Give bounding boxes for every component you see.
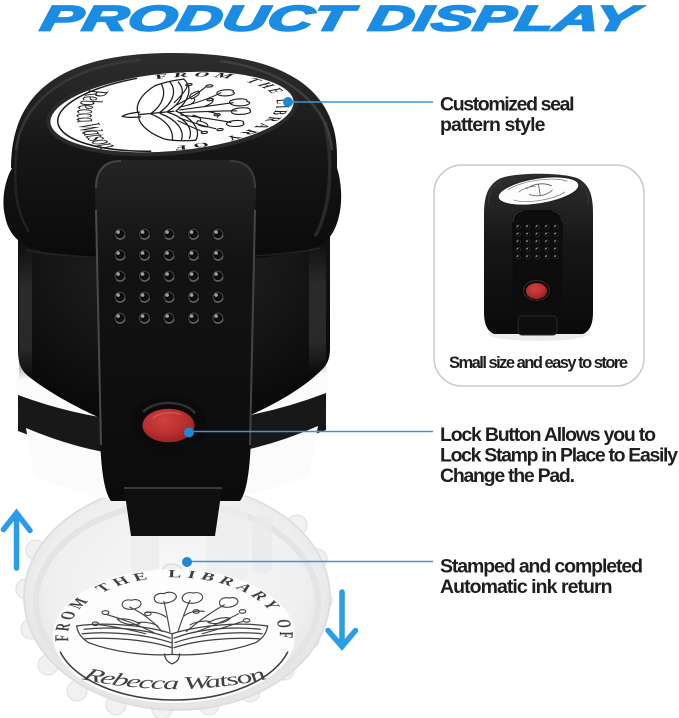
svg-text:Automatic ink return: Automatic ink return (440, 576, 613, 598)
svg-text:Stamped and completed: Stamped and completed (440, 556, 643, 578)
svg-text:Lock Button Allows you to: Lock Button Allows you to (440, 424, 656, 446)
svg-text:Lock Stamp in Place to Easily: Lock Stamp in Place to Easily (440, 445, 678, 467)
svg-text:pattern style: pattern style (440, 114, 546, 136)
svg-text:Small size and easy to store: Small size and easy to store (449, 354, 628, 372)
svg-text:Customized seal: Customized seal (440, 94, 575, 116)
svg-text:Change the Pad.: Change the Pad. (440, 465, 575, 487)
svg-text:PRODUCT DISPLAY: PRODUCT DISPLAY (38, 0, 647, 38)
